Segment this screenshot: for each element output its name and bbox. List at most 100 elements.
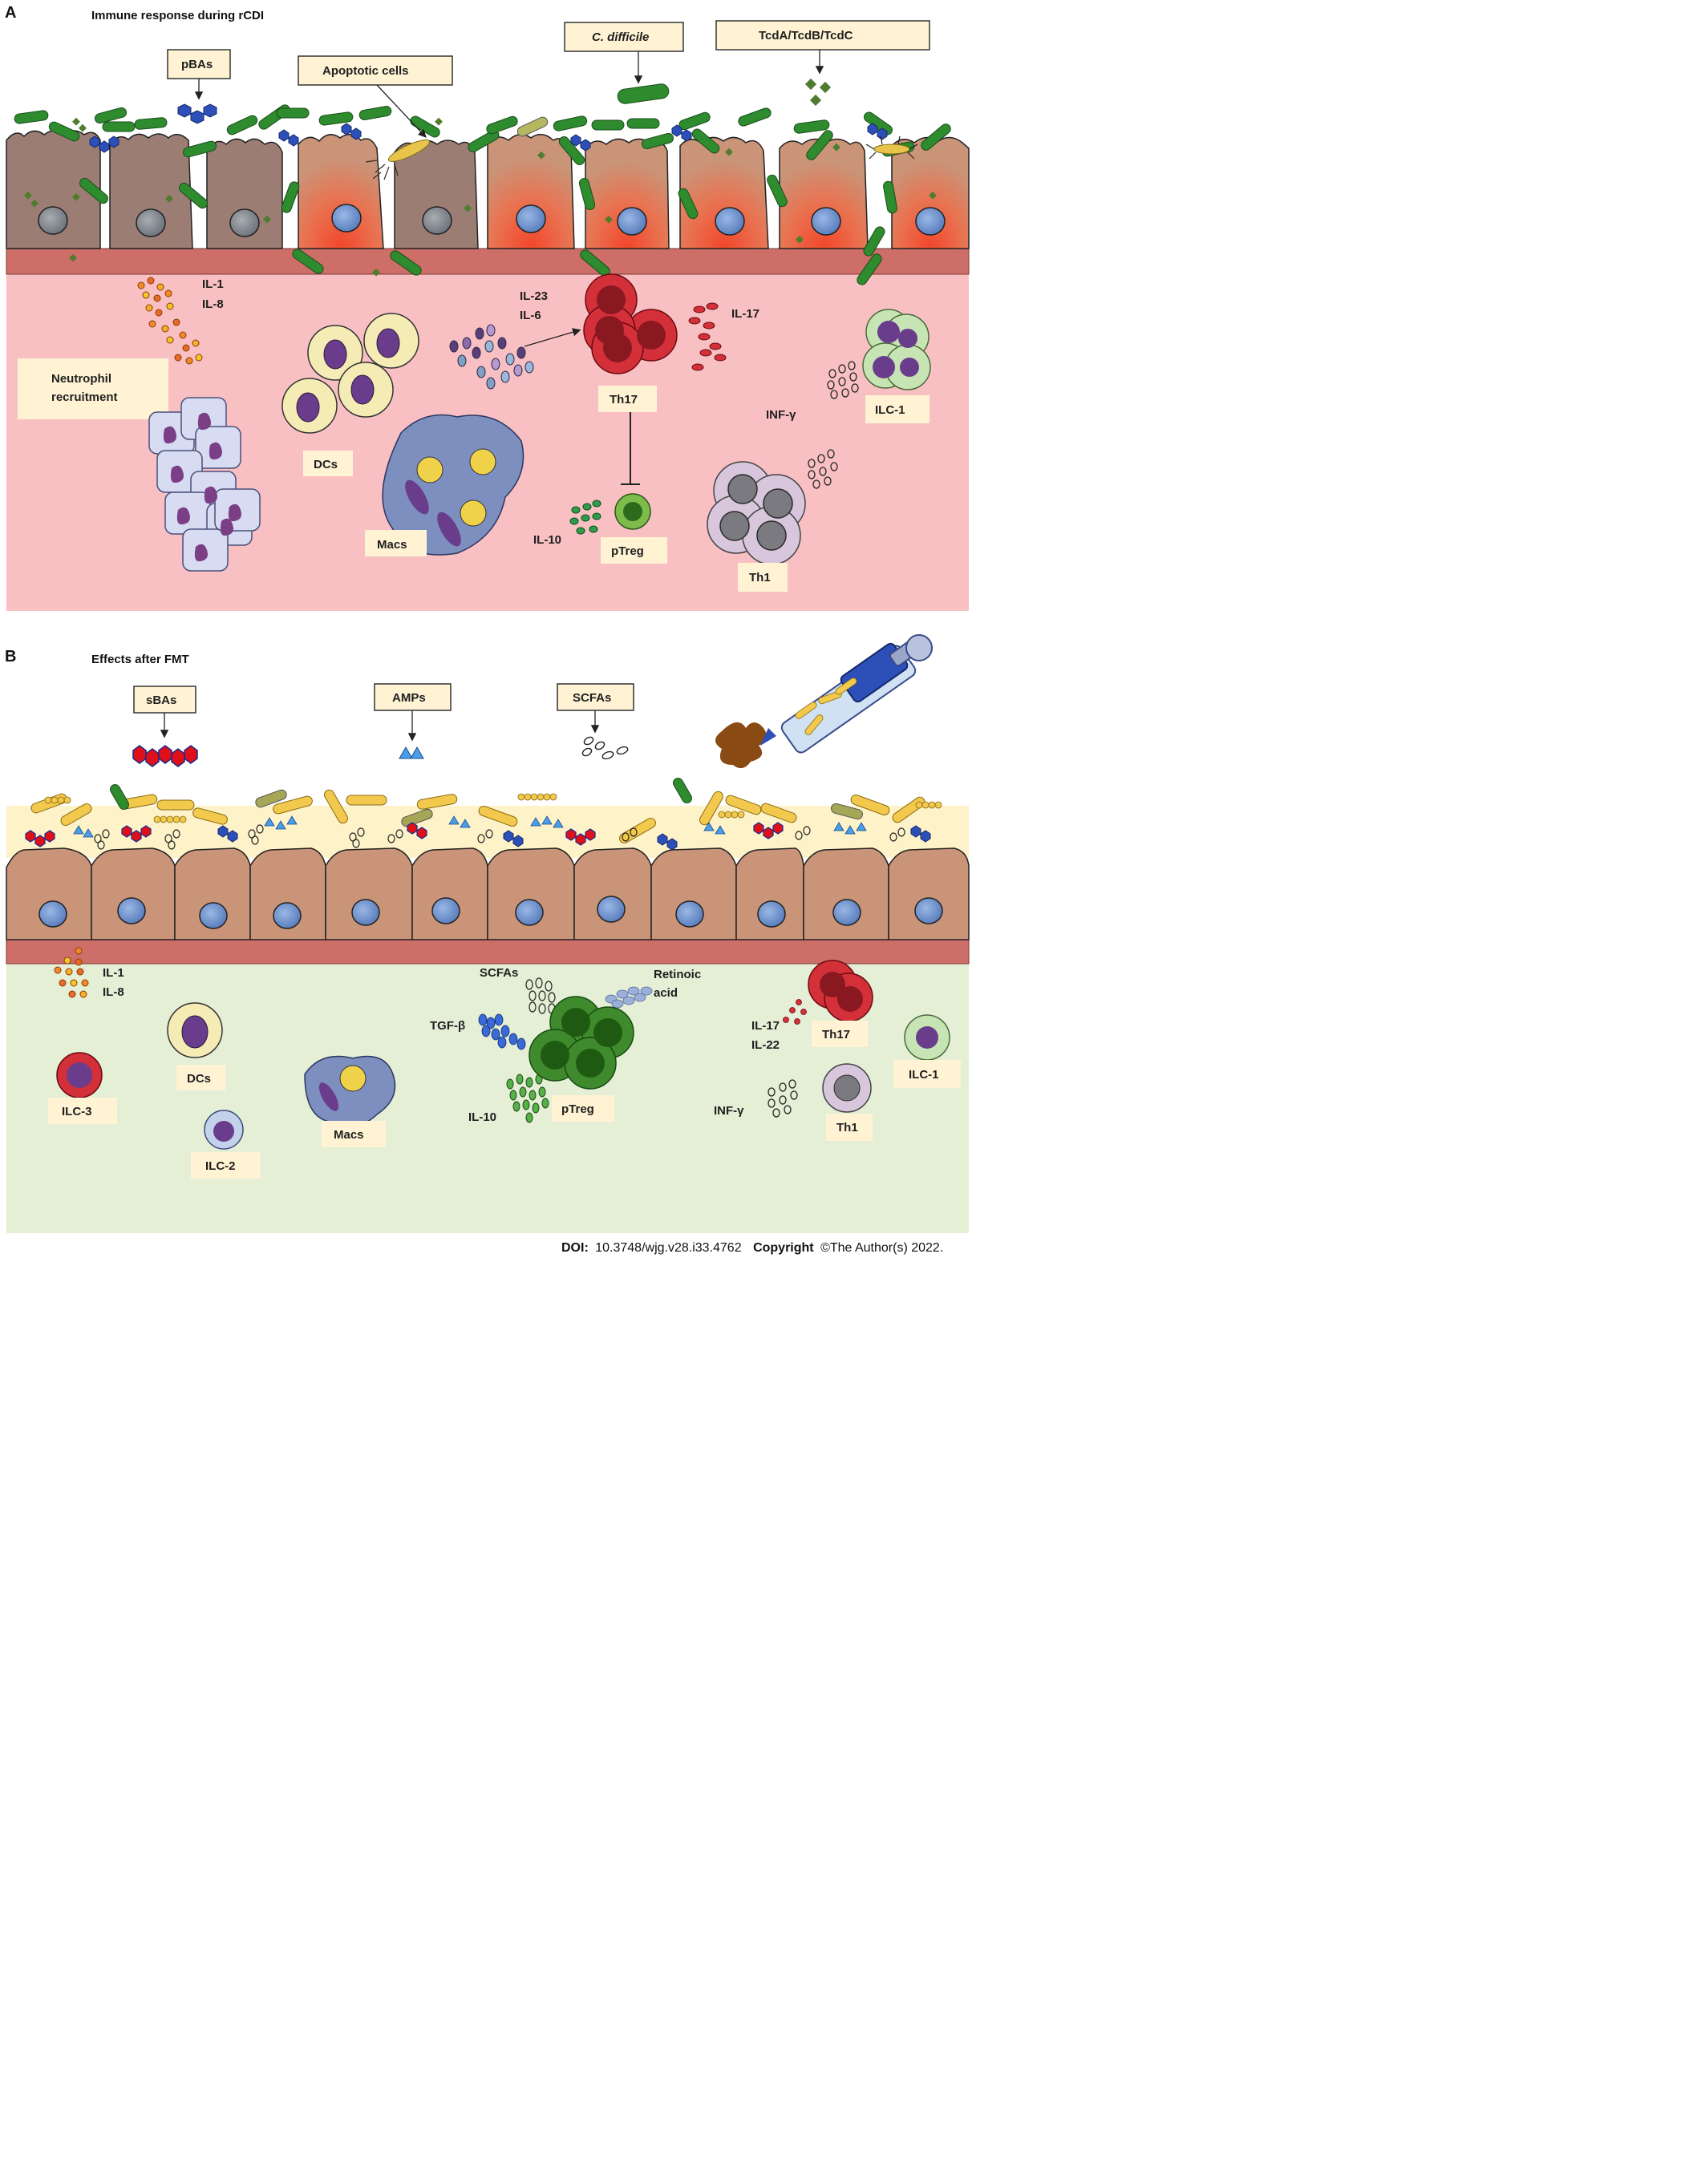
th17-label-a: Th17: [610, 393, 638, 406]
il23-label: IL-23: [520, 289, 548, 303]
macrophage-b: [304, 1055, 396, 1126]
amps-icon: [399, 746, 424, 759]
pbas-label: pBAs: [181, 58, 213, 71]
il22-label-b: IL-22: [751, 1038, 780, 1052]
ilc1-nucleus-b: [916, 1026, 938, 1049]
sbas-molecules-mucus: [25, 822, 784, 847]
retinoic-acid-molecules: [605, 986, 653, 1009]
il17-il22-molecules: [783, 999, 807, 1025]
amps-in-mucus: [73, 815, 867, 838]
il8-label-b: IL-8: [103, 985, 124, 999]
infg-molecules-b: [768, 1079, 798, 1118]
apoptotic-cell-debris: [365, 135, 918, 180]
apoptotic-label-box: [298, 55, 453, 86]
scfas-in-mucus: [94, 824, 905, 850]
epithelial-cell: [109, 133, 193, 249]
dcs-label-box-a: [303, 451, 353, 476]
macs-label-b: Macs: [334, 1128, 364, 1142]
toxin-particles: [24, 78, 937, 277]
il10-label-b: IL-10: [468, 1110, 496, 1124]
commensal-bacteria: [30, 777, 925, 843]
toxins-label: TcdA/TcdB/TcdC: [759, 29, 853, 42]
epithelial-cell: [679, 136, 769, 249]
scfas-label-b: SCFAs: [480, 966, 518, 980]
epithelial-nuclei-a: [38, 204, 946, 237]
tgfb-label: TGF-β: [430, 1019, 465, 1033]
infg-label-a: INF-γ: [766, 408, 796, 422]
ptreg-cluster-b: [529, 996, 634, 1090]
pbas-molecules: [89, 103, 888, 153]
macs-label-box-b: [322, 1121, 386, 1147]
fmt-syringe-icon: [715, 634, 933, 769]
pbas-label-box: [167, 49, 231, 79]
panel-b-letter: B: [5, 648, 16, 665]
dcs-label-box-b: [176, 1065, 225, 1090]
panel-b: B Effects after FMT: [5, 634, 970, 1233]
amps-label: AMPs: [392, 691, 426, 705]
cdiff-label: C. difficile: [592, 30, 649, 44]
panel-a: A Immune response during rCDI: [5, 4, 970, 611]
th17-label-box-b: [812, 1021, 868, 1047]
doi-value: 10.3748/wjg.v28.i33.4762: [595, 1241, 741, 1255]
ilc3-label: ILC-3: [62, 1105, 92, 1118]
ilc1-cluster-a: [862, 309, 931, 390]
ilc3-nucleus: [67, 1062, 92, 1088]
ilc2-label: ILC-2: [205, 1159, 236, 1173]
dendritic-cells-a: [281, 313, 419, 434]
ptreg-label-box-b: [552, 1095, 614, 1122]
th1-cluster-a: [707, 461, 806, 565]
il1-label-b: IL-1: [103, 966, 124, 980]
apoptotic-label: Apoptotic cells: [322, 64, 409, 78]
retinoic-label-line2: acid: [654, 986, 678, 1000]
doi-footer: DOI: 10.3748/wjg.v28.i33.4762 Copyright …: [561, 1241, 943, 1255]
ilc1-label-box-b: [893, 1060, 961, 1088]
il1-il8-cytokines-b: [54, 947, 89, 998]
il23-il6-cytokines: [449, 324, 534, 390]
th1-label-box-b: [826, 1114, 873, 1141]
bile-acid-blue-chains: [217, 825, 931, 851]
sbas-molecule-icon: [132, 745, 198, 767]
panel-a-title: Immune response during rCDI: [91, 9, 264, 22]
th17-cluster-a: [583, 273, 678, 374]
il17-label-a: IL-17: [731, 307, 759, 321]
il8-label-a: IL-8: [202, 297, 224, 311]
ilc2-label-box: [191, 1152, 261, 1179]
ilc1-label-b: ILC-1: [909, 1068, 939, 1082]
th1-label-box-a: [738, 563, 788, 592]
amps-label-box: [374, 683, 452, 711]
ptreg-label-box-a: [601, 537, 667, 564]
dcs-label-a: DCs: [314, 458, 338, 471]
c-difficile-bacteria: [14, 83, 951, 285]
apoptotic-arrow: [376, 84, 427, 138]
il1-il8-cytokines-a: [137, 277, 203, 365]
scfas-label: SCFAs: [573, 691, 611, 705]
doi-label: DOI:: [561, 1241, 589, 1255]
epithelial-nuclei-b: [38, 896, 943, 929]
ptreg-label-b: pTreg: [561, 1102, 594, 1116]
svg-text:DOI: 10.3748/wjg.v28.i33: DOI: 10.3748/wjg.v28.i33.4762 Copyright …: [561, 1241, 943, 1255]
macs-label-a: Macs: [377, 538, 407, 552]
th1-label-a: Th1: [749, 571, 771, 584]
streptococcus-chains: [44, 793, 942, 823]
copyright-value: ©The Author(s) 2022.: [820, 1241, 943, 1255]
epithelial-cell: [298, 133, 384, 249]
basement-membrane-b: [6, 939, 970, 965]
th17-label-b: Th17: [822, 1028, 850, 1041]
il6-label: IL-6: [520, 309, 541, 322]
infg-label-b: INF-γ: [714, 1104, 744, 1118]
il10-label-a: IL-10: [533, 533, 561, 547]
th1-label-b: Th1: [836, 1121, 858, 1134]
neutrophil-label-line2: recruitment: [51, 390, 118, 404]
th1-nucleus-b: [833, 1074, 861, 1102]
il17-label-b: IL-17: [751, 1019, 780, 1033]
tgfb-molecules: [478, 1013, 526, 1050]
panel-b-title: Effects after FMT: [91, 653, 189, 666]
macrophage-cluster-a: [382, 414, 525, 556]
neutrophil-label-box: [18, 358, 168, 419]
ilc2-nucleus: [213, 1121, 234, 1142]
il17-cytokines-a: [688, 302, 727, 371]
il1-label-a: IL-1: [202, 277, 224, 291]
dcs-label-b: DCs: [187, 1072, 211, 1086]
sbas-label-box: [133, 686, 196, 714]
scfas-cytokines-b: [525, 977, 556, 1014]
